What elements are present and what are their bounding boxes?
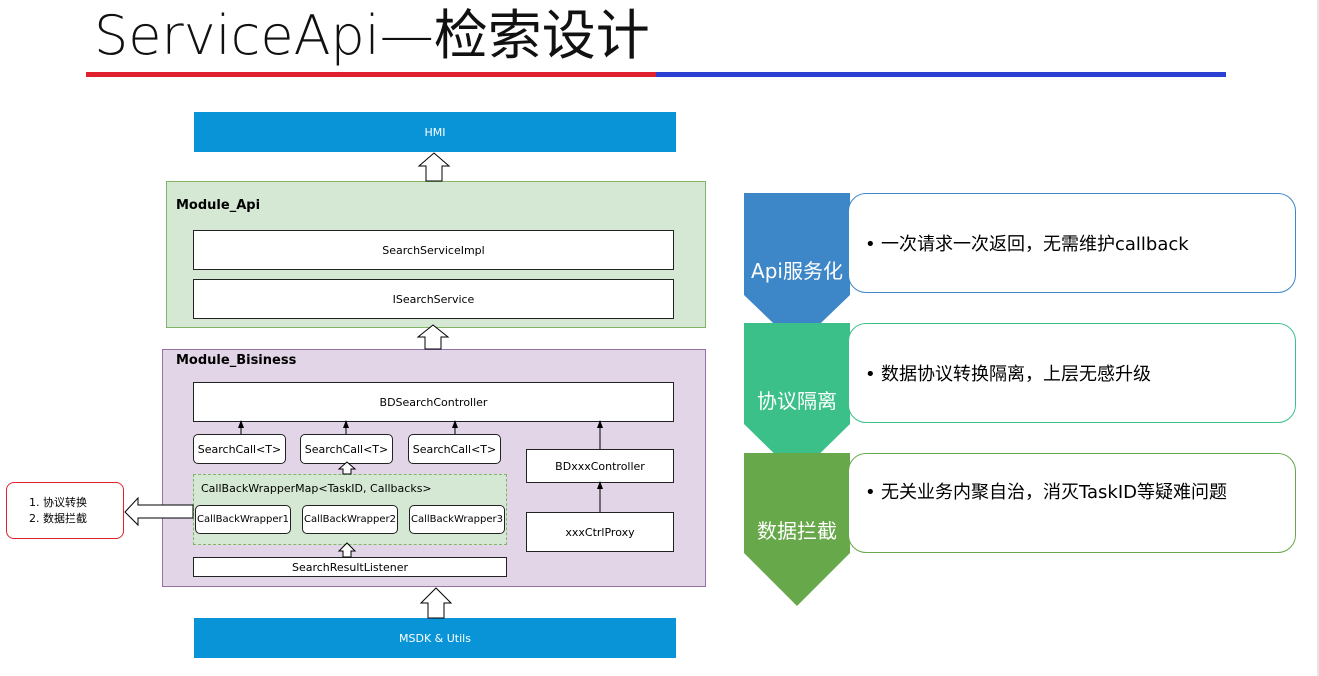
block-arrow-up-icon xyxy=(337,461,357,475)
isearch-service-box: ISearchService xyxy=(193,279,674,319)
bd-xxx-controller-box: BDxxxController xyxy=(526,449,674,483)
block-arrow-up-icon xyxy=(337,542,357,558)
page-title: ServiceApi—检索设计 xyxy=(94,4,650,67)
slide-edge xyxy=(1317,0,1319,676)
search-call-box: SearchCall<T> xyxy=(408,434,501,464)
ribbon-api-shape xyxy=(744,193,850,346)
feature-text: 无关业务内聚自治，消灭TaskID等疑难问题 xyxy=(881,482,1228,503)
block-arrow-up-icon xyxy=(417,152,451,182)
callback-wrapper-box: CallBackWrapper3 xyxy=(409,505,505,534)
search-service-impl-box: SearchServiceImpl xyxy=(193,230,674,270)
xxx-ctrl-proxy-box: xxxCtrlProxy xyxy=(526,512,674,552)
hmi-bar: HMI xyxy=(194,112,676,152)
ribbon-intercept-shape xyxy=(744,453,850,606)
feature-card-protocol: • 数据协议转换隔离，上层无感升级 xyxy=(848,323,1296,423)
module-business-label: Module_Bisiness xyxy=(176,353,297,368)
callback-wrapper-box: CallBackWrapper1 xyxy=(195,505,291,534)
feature-card-api: • 一次请求一次返回，无需维护callback xyxy=(848,193,1296,293)
callback-wrapper-map-label: CallBackWrapperMap<TaskID, Callbacks> xyxy=(201,482,432,495)
ribbon-protocol-shape xyxy=(744,323,850,476)
block-arrow-left-icon xyxy=(124,496,194,527)
feature-text: 一次请求一次返回，无需维护callback xyxy=(881,234,1189,255)
title-rule-blue xyxy=(656,72,1226,77)
ribbon-label-protocol: 协议隔离 xyxy=(757,388,837,413)
note-line: 2. 数据拦截 xyxy=(29,511,87,525)
callback-wrapper-box: CallBackWrapper2 xyxy=(302,505,398,534)
ribbon-label-intercept: 数据拦截 xyxy=(757,518,837,543)
bullet-icon: • xyxy=(865,364,876,385)
note-line: 1. 协议转换 xyxy=(29,495,87,509)
msdk-utils-bar: MSDK & Utils xyxy=(194,618,676,658)
bd-search-controller-box: BDSearchController xyxy=(193,382,674,422)
module-api-label: Module_Api xyxy=(176,198,261,213)
block-arrow-up-icon xyxy=(416,324,450,350)
feature-card-intercept: • 无关业务内聚自治，消灭TaskID等疑难问题 xyxy=(848,453,1296,553)
block-arrow-up-icon xyxy=(419,587,453,619)
feature-text: 数据协议转换隔离，上层无感升级 xyxy=(881,364,1151,385)
interception-note: 1. 协议转换 2. 数据拦截 xyxy=(6,482,124,539)
search-call-box: SearchCall<T> xyxy=(300,434,393,464)
bullet-icon: • xyxy=(865,482,876,503)
search-call-box: SearchCall<T> xyxy=(193,434,286,464)
bullet-icon: • xyxy=(865,234,876,255)
title-rule-red xyxy=(86,72,658,77)
ribbon-label-api: Api服务化 xyxy=(751,258,843,283)
